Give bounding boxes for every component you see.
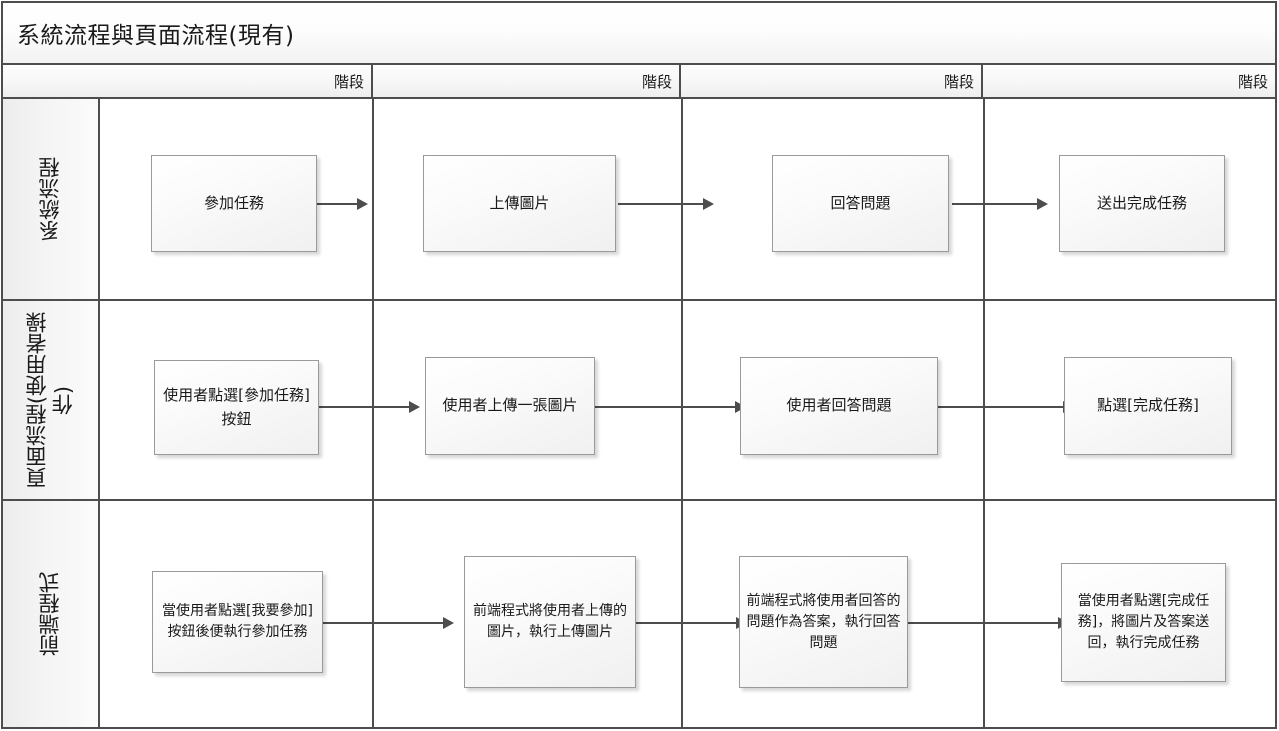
task-node[interactable]: 當使用者點選[我要參加]按鈕後便執行參加任務 xyxy=(152,571,323,673)
phase-separator-2 xyxy=(681,501,683,727)
phase-header-row: 階段 階段 階段 階段 xyxy=(3,65,1275,99)
phase-header-4: 階段 xyxy=(1237,72,1268,91)
phase-separator-1 xyxy=(372,301,374,499)
phase-separator-3 xyxy=(983,301,985,499)
task-node[interactable]: 送出完成任務 xyxy=(1059,155,1225,252)
task-node[interactable]: 前端程式將使用者上傳的圖片，執行上傳圖片 xyxy=(464,556,636,688)
lane-body-page-flow: 使用者點選[參加任務]按鈕 使用者上傳一張圖片 使用者回答問題 點選[完成任務] xyxy=(100,301,1275,499)
lane-page-flow: 頁面流程(使用者操作) 使用者點選[參加任務]按鈕 使用者上傳一張圖片 使用者回… xyxy=(3,301,1275,501)
phase-header-3: 階段 xyxy=(681,65,983,97)
lane-body-frontend-program: 當使用者點選[我要參加]按鈕後便執行參加任務 前端程式將使用者上傳的圖片，執行上… xyxy=(100,501,1275,727)
connector-3-4 xyxy=(952,203,1037,205)
lane-label-text: 前端程式 xyxy=(38,572,63,656)
diagram-title-bar: 系統流程與頁面流程(現有) xyxy=(3,3,1275,65)
phase-separator-1 xyxy=(372,99,374,299)
lane-label-text: 頁面流程(使用者操作) xyxy=(25,311,76,489)
arrowhead-1-2 xyxy=(409,401,420,413)
arrowhead-3-4 xyxy=(1037,198,1048,210)
phase-separator-3 xyxy=(983,99,985,299)
lane-system-flow: 系統流程 參加任務 上傳圖片 回答問題 xyxy=(3,99,1275,301)
task-node[interactable]: 當使用者點選[完成任務]，將圖片及答案送回，執行完成任務 xyxy=(1061,563,1226,682)
phase-separator-3 xyxy=(983,501,985,727)
task-node[interactable]: 上傳圖片 xyxy=(423,155,616,252)
lane-label-page-flow: 頁面流程(使用者操作) xyxy=(3,301,100,499)
task-node[interactable]: 使用者上傳一張圖片 xyxy=(425,357,595,455)
lane-body-system-flow: 參加任務 上傳圖片 回答問題 送出完成任務 xyxy=(100,99,1275,299)
lane-frontend-program: 前端程式 當使用者點選[我要參加]按鈕後便執行參加任務 前端程式將使用者上傳的圖… xyxy=(3,501,1275,727)
phase-separator-2 xyxy=(681,301,683,499)
arrowhead-1-2 xyxy=(443,617,454,629)
lane-container: 系統流程 參加任務 上傳圖片 回答問題 xyxy=(3,99,1275,727)
diagram-title: 系統流程與頁面流程(現有) xyxy=(17,23,295,49)
connector-1-2 xyxy=(323,622,443,624)
lane-label-system-flow: 系統流程 xyxy=(3,99,100,299)
task-node[interactable]: 回答問題 xyxy=(772,155,949,252)
task-node[interactable]: 使用者點選[參加任務]按鈕 xyxy=(154,360,319,455)
lane-label-frontend-program: 前端程式 xyxy=(3,501,100,727)
connector-3-4 xyxy=(908,622,1058,624)
phase-separator-2 xyxy=(681,99,683,299)
phase-header-2: 階段 xyxy=(373,65,681,97)
arrowhead-1-2 xyxy=(357,198,368,210)
phase-separator-1 xyxy=(372,501,374,727)
task-node[interactable]: 參加任務 xyxy=(151,155,317,252)
arrowhead-2-3 xyxy=(703,198,714,210)
connector-1-2 xyxy=(319,406,409,408)
task-node[interactable]: 使用者回答問題 xyxy=(740,357,938,455)
connector-2-3 xyxy=(595,406,735,408)
connector-2-3 xyxy=(618,203,703,205)
connector-3-4 xyxy=(938,406,1063,408)
phase-header-1: 階段 xyxy=(3,65,373,97)
task-node[interactable]: 點選[完成任務] xyxy=(1064,357,1232,455)
connector-2-3 xyxy=(636,622,736,624)
task-node[interactable]: 前端程式將使用者回答的問題作為答案，執行回答問題 xyxy=(739,556,908,688)
lane-label-text: 系統流程 xyxy=(38,157,63,241)
